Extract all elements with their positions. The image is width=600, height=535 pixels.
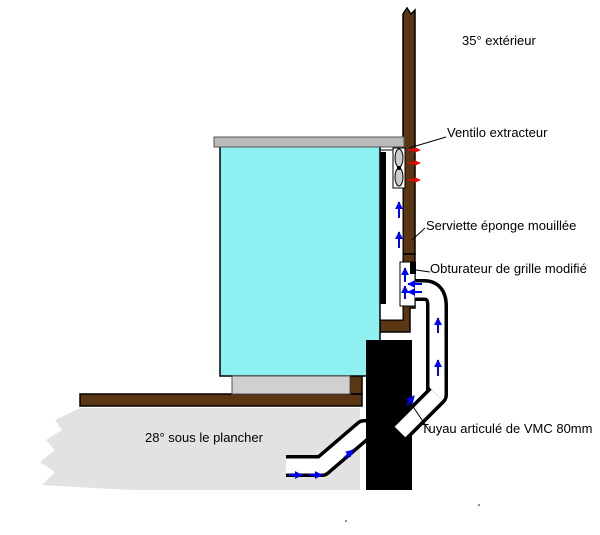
stray-dot — [345, 520, 347, 522]
floor-slab — [79, 393, 363, 407]
fridge-base — [231, 375, 351, 395]
under-floor-temp-label: 28° sous le plancher — [145, 430, 264, 445]
air-in-arrows — [289, 201, 442, 479]
shutter-label: Obturateur de grille modifié — [430, 261, 587, 276]
fan-label: Ventilo extracteur — [447, 125, 548, 140]
duct-label: Tuyau articulé de VMC 80mm — [421, 421, 592, 436]
stray-dot — [478, 504, 480, 506]
fridge-back-panel — [378, 152, 386, 304]
air-out-arrows — [408, 147, 421, 183]
vmc-duct-front-inner — [394, 389, 443, 438]
crawl-space-ground — [40, 408, 360, 490]
fan-icon — [394, 148, 404, 187]
outside-temp-label: 35° extérieur — [462, 33, 537, 48]
shutter-cap — [410, 262, 416, 274]
leader-lines — [408, 136, 447, 433]
towel-label: Serviette éponge mouillée — [426, 218, 576, 233]
fridge-top — [213, 136, 405, 148]
outer-wall — [402, 6, 416, 255]
fridge-body — [219, 145, 381, 377]
